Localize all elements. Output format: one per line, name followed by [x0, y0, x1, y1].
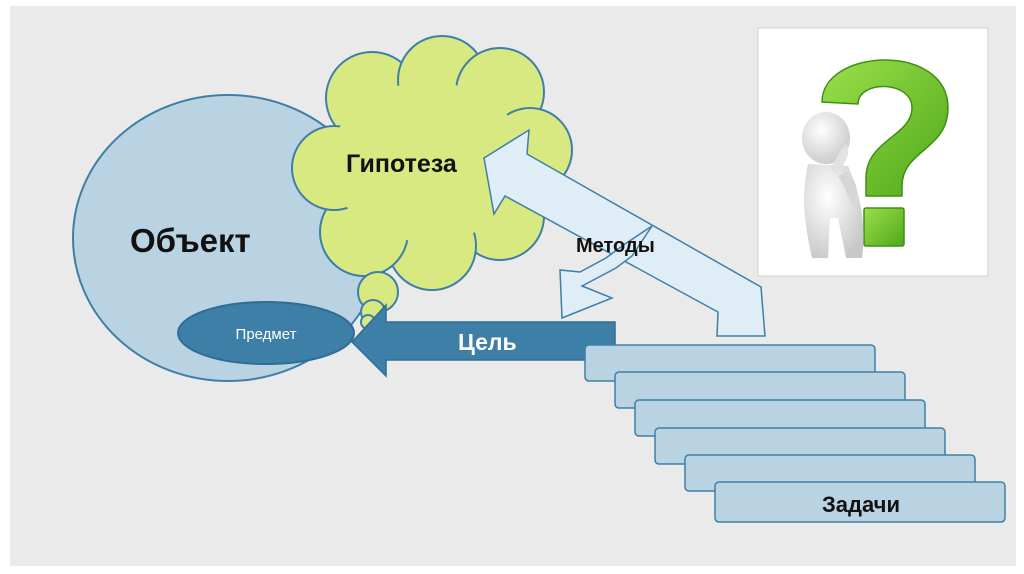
- person-with-question-mark-icon: [757, 27, 989, 277]
- goal-arrow: [350, 303, 616, 378]
- hypothesis-tasks-double-arrow: [483, 128, 766, 337]
- methods-arrow: [559, 225, 653, 320]
- hypothesis-cloud: [291, 35, 573, 291]
- object-label: Объект: [130, 222, 251, 259]
- goal-label: Цель: [458, 329, 517, 355]
- methods-label: Методы: [576, 235, 655, 257]
- subject-label: Предмет: [236, 326, 297, 343]
- task-step: [714, 481, 1006, 523]
- tasks-label: Задачи: [822, 492, 900, 517]
- subject-ellipse: [177, 301, 355, 365]
- tasks-staircase: [584, 344, 1006, 523]
- hypothesis-label: Гипотеза: [346, 150, 458, 178]
